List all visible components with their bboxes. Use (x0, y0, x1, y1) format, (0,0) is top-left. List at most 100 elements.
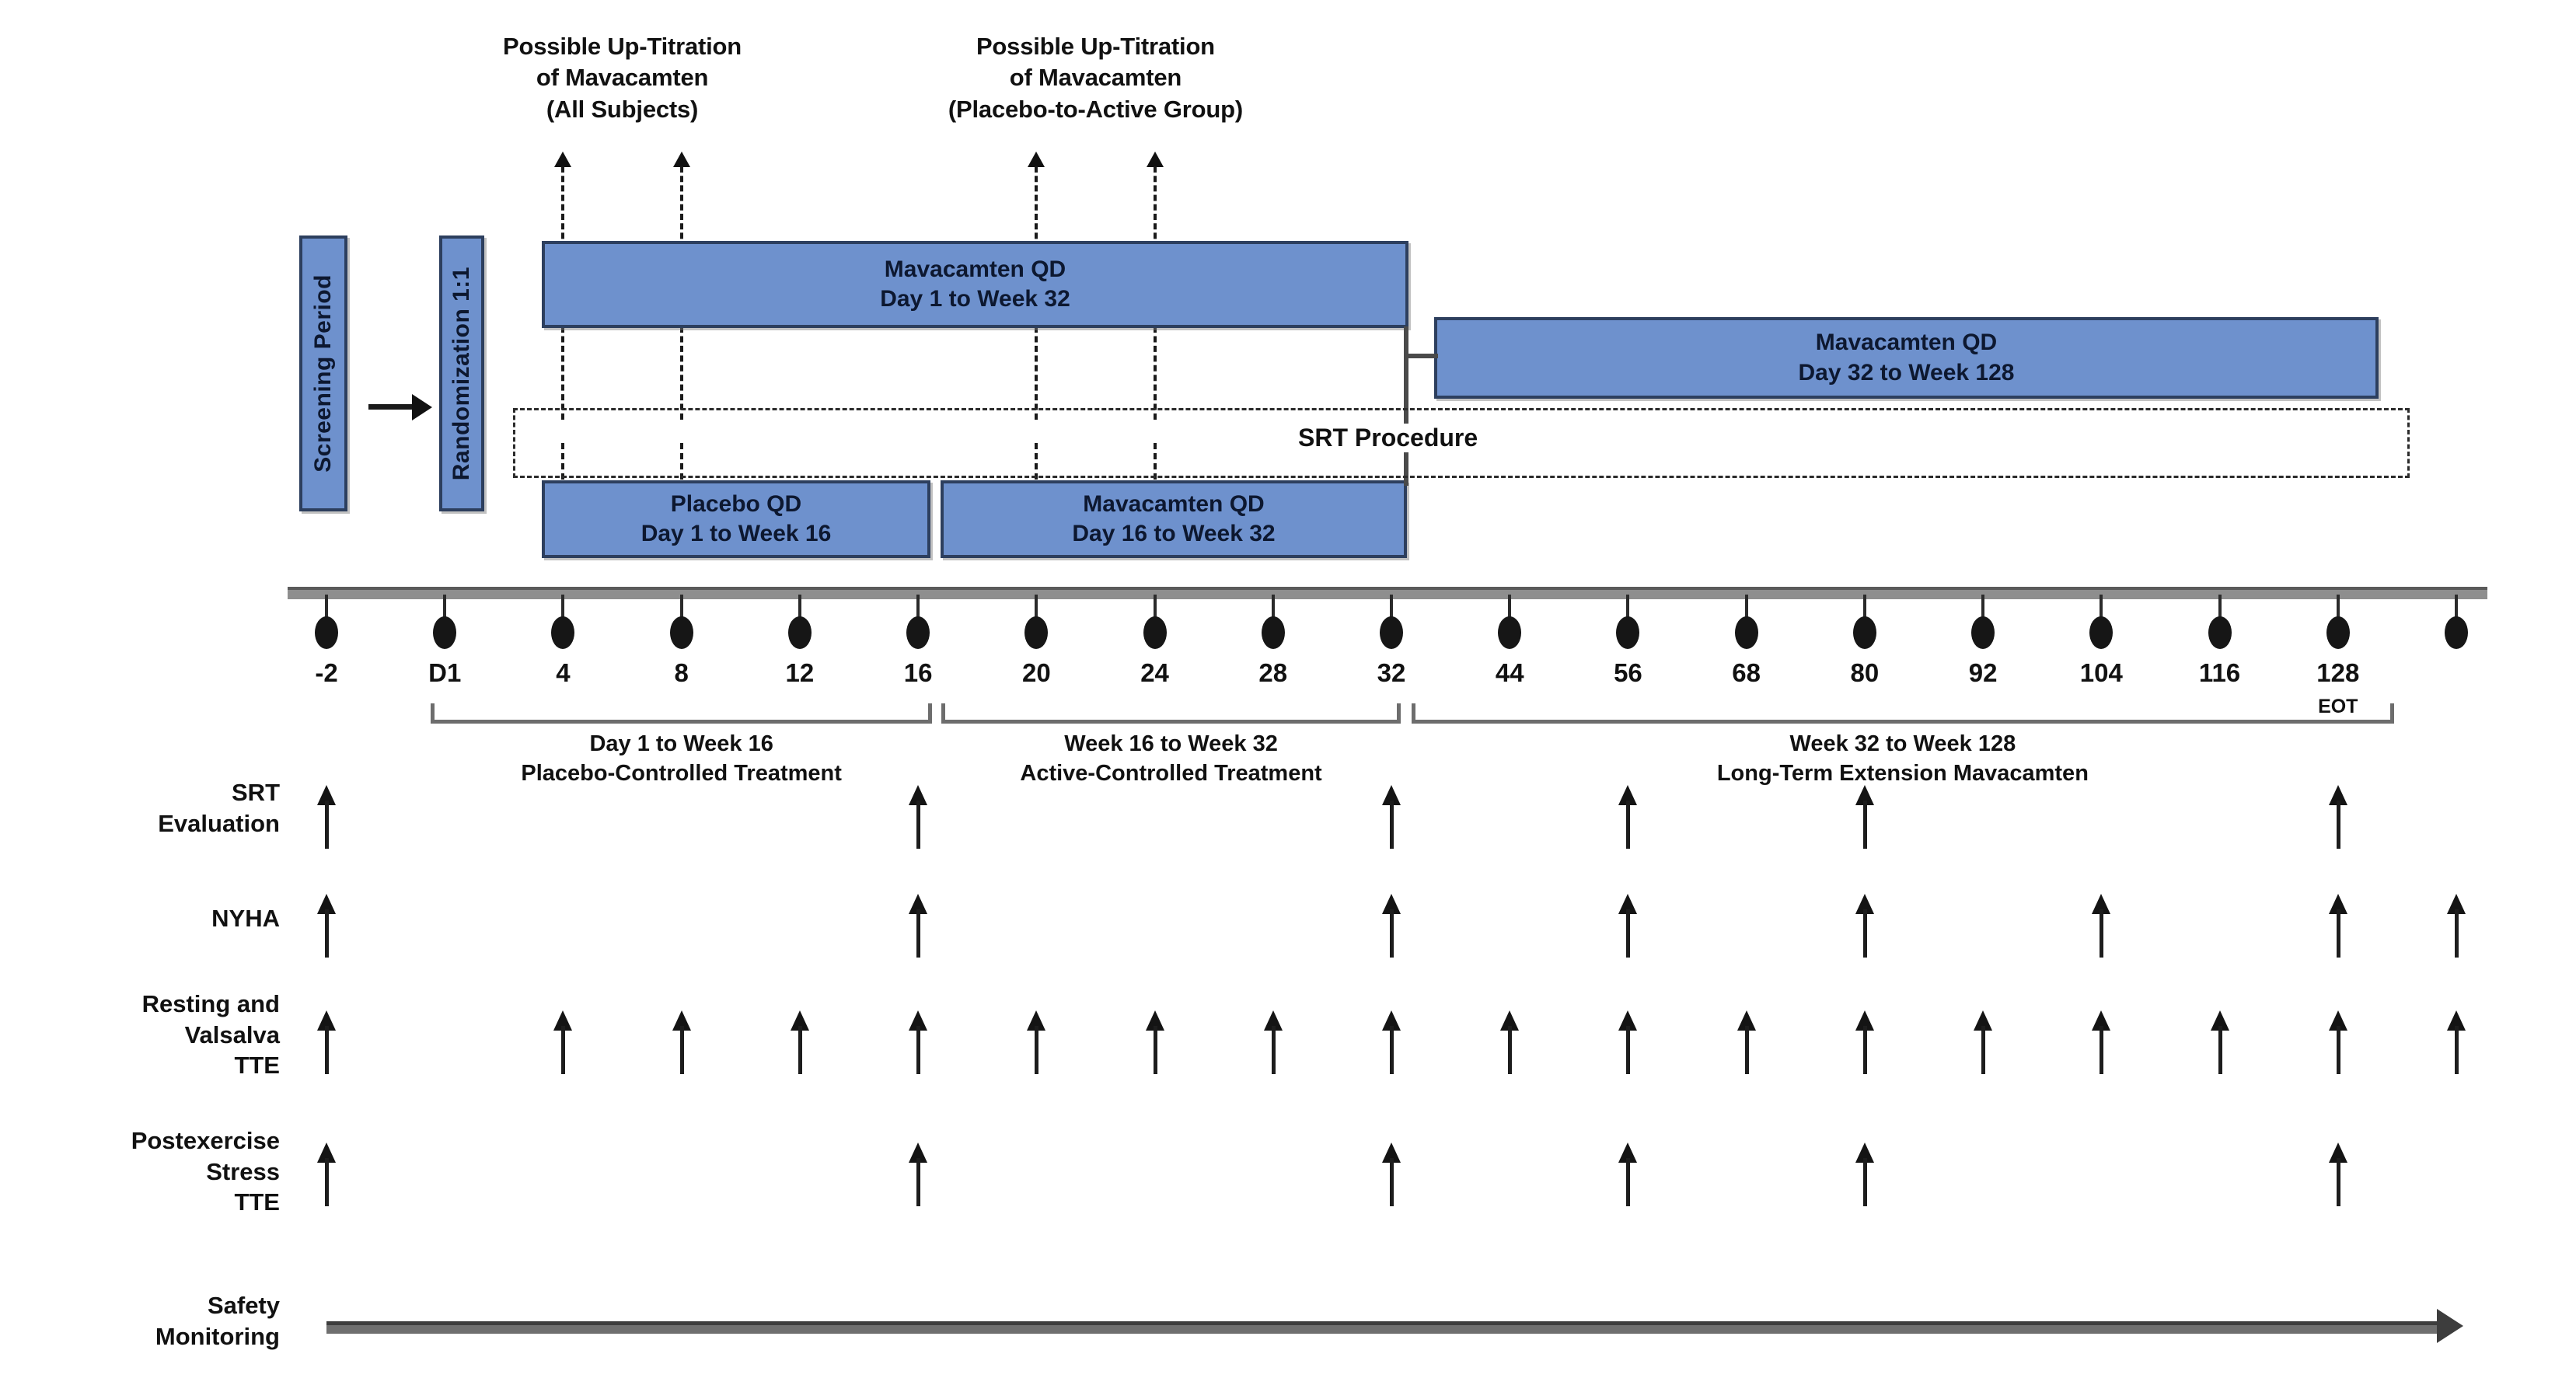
timeline-tick-stem (325, 595, 328, 621)
srt-evaluation-arrow (325, 801, 329, 849)
uptitration-dashed-line (1153, 443, 1157, 490)
nyha-arrow (1626, 909, 1631, 958)
timeline-tick-dot[interactable] (906, 616, 930, 649)
timeline-tick-label: 24 (1140, 658, 1169, 687)
timeline-tick-stem (2100, 595, 2103, 621)
timeline-tick-label: 32 (1377, 658, 1406, 687)
timeline-tick-dot[interactable] (1616, 616, 1640, 649)
srt-evaluation-arrow (1390, 801, 1394, 849)
uptitration-dashed-line (1035, 443, 1038, 490)
resting-valsalva-tte-arrow (1035, 1026, 1039, 1074)
safety-monitoring-label: Safety Monitoring (155, 1292, 280, 1350)
timeline-tick-label: 56 (1614, 658, 1642, 687)
timeline-tick-dot[interactable] (433, 616, 457, 649)
timeline-tick-dot[interactable] (2326, 616, 2350, 649)
uptitration-arrowhead (1028, 152, 1045, 167)
screening-period-label: Screening Period (310, 274, 336, 473)
srt-procedure-band (513, 408, 2410, 478)
timeline-tick-dot[interactable] (1143, 616, 1167, 649)
timeline-tick-dot[interactable] (551, 616, 575, 649)
timeline-tick-stem (1981, 595, 1985, 621)
timeline-tick-dot[interactable] (2089, 616, 2114, 649)
timeline-tick-dot[interactable] (2208, 616, 2232, 649)
resting-valsalva-tte-arrow (679, 1026, 684, 1074)
timeline-tick-stem (679, 595, 683, 621)
long-term-extension-period-label: Week 32 to Week 128 Long-Term Extension … (1716, 731, 2089, 786)
postexercise-stress-tte-label: Postexercise Stress TTE (131, 1127, 280, 1216)
postexercise-stress-tte-arrow (1626, 1158, 1631, 1206)
timeline-tick-dot[interactable] (669, 616, 693, 649)
randomization: Randomization 1:1 (439, 235, 484, 511)
timeline-tick-stem (1271, 595, 1275, 621)
mavacamten-day16-week32-line2: Day 16 to Week 32 (1072, 521, 1276, 546)
uptitration-dashed-line (561, 443, 565, 490)
resting-valsalva-tte-arrow (1862, 1026, 1867, 1074)
timeline-tick-label: 28 (1258, 658, 1288, 687)
postexercise-stress-tte-arrow (916, 1158, 921, 1206)
resting-valsalva-tte-arrow (798, 1026, 802, 1074)
placebo-controlled-period-bracket (431, 703, 933, 724)
long-term-extension-period-bracket (1412, 703, 2394, 724)
uptitration-dashed-line (1035, 166, 1038, 267)
timeline-tick-label: 80 (1850, 658, 1880, 687)
uptitration-dashed-line (1153, 326, 1157, 420)
uptitration-all-subjects: Possible Up-Titration of Mavacamten (All… (503, 33, 742, 123)
srt-evaluation-arrow (2336, 801, 2340, 849)
screening-period: Screening Period (299, 235, 347, 511)
uptitration-arrowhead (1146, 152, 1164, 167)
resting-valsalva-tte-arrow (561, 1026, 566, 1074)
mavacamten-day32-week128-line1: Mavacamten QD (1815, 330, 1998, 356)
resting-valsalva-tte-arrow (1626, 1026, 1631, 1074)
timeline-tick-dot[interactable] (1971, 616, 1995, 649)
timeline-tick-stem (1153, 595, 1157, 621)
mavacamten-day16-week32-line1: Mavacamten QD (1083, 490, 1265, 517)
timeline-tick-stem (798, 595, 801, 621)
nyha-arrow (2100, 909, 2104, 958)
timeline-tick-dot[interactable] (2445, 616, 2468, 649)
timeline-tick-dot[interactable] (1734, 616, 1758, 649)
placebo-day1-week16-line1: Placebo QD (670, 490, 802, 517)
placebo-day1-week16: Placebo QD Day 1 to Week 16 (542, 480, 930, 558)
timeline-tick-dot[interactable] (1380, 616, 1403, 649)
timeline-tick-dot[interactable] (1852, 616, 1876, 649)
srt-procedure-label: SRT Procedure (1290, 424, 1486, 452)
placebo-day1-week16-line2: Day 1 to Week 16 (641, 521, 832, 546)
week32-connector-vertical (1404, 326, 1408, 443)
timeline-tick-dot[interactable] (787, 616, 812, 649)
nyha-arrow (916, 909, 921, 958)
uptitration-arrowhead (554, 152, 572, 167)
timeline-tick-dot[interactable] (1498, 616, 1522, 649)
timeline-tick-stem (916, 595, 920, 621)
timeline-tick-stem (1390, 595, 1393, 621)
timeline-tick-label: 20 (1021, 658, 1051, 687)
timeline-tick-stem (561, 595, 565, 621)
mavacamten-day32-week128-line2: Day 32 to Week 128 (1798, 359, 2015, 386)
active-controlled-period-bracket (941, 703, 1401, 724)
postexercise-stress-tte-arrow (2336, 1158, 2340, 1206)
srt-evaluation-label: SRT Evaluation (158, 779, 280, 837)
postexercise-stress-tte-arrow (325, 1158, 329, 1206)
mavacamten-day1-week32-line1: Mavacamten QD (884, 256, 1066, 282)
nyha-arrow (1390, 909, 1394, 958)
timeline-tick-label: 16 (903, 658, 933, 687)
resting-valsalva-tte-arrow (1271, 1026, 1276, 1074)
resting-valsalva-tte-arrow (1508, 1026, 1513, 1074)
resting-valsalva-tte-arrow (2455, 1026, 2459, 1074)
timeline-tick-dot[interactable] (1261, 616, 1285, 649)
timeline-tick-stem (1862, 595, 1866, 621)
timeline-tick-dot[interactable] (1024, 616, 1049, 649)
timeline-tick-dot[interactable] (315, 616, 338, 649)
safety-monitoring-arrowhead (2437, 1309, 2463, 1343)
week32-connector-lower (1404, 439, 1408, 486)
uptitration-dashed-line (1153, 166, 1157, 267)
srt-evaluation-arrow (916, 801, 921, 849)
postexercise-stress-tte-arrow (1390, 1158, 1394, 1206)
nyha-arrow (325, 909, 329, 958)
timeline-tick-label: -2 (315, 658, 338, 687)
resting-valsalva-tte-arrow (325, 1026, 329, 1074)
nyha-arrow (1862, 909, 1867, 958)
resting-valsalva-tte-arrow (1981, 1026, 1986, 1074)
mavacamten-day16-week32: Mavacamten QD Day 16 to Week 32 (941, 480, 1407, 558)
